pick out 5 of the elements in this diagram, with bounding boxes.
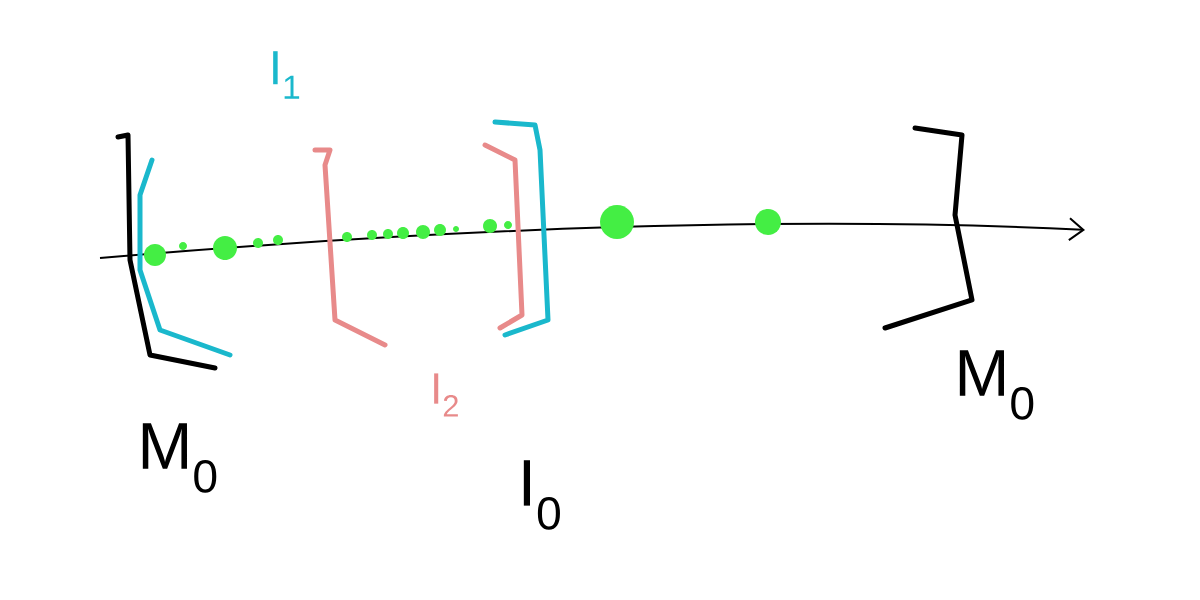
point-label: I$_{0}$ — [523, 460, 560, 530]
point-label: M$_{0}$ — [142, 423, 217, 493]
point-label: I$_{1}$ — [273, 51, 300, 99]
point-label: M$_{0}$ — [959, 350, 1034, 420]
point-label: I$_{2}$ — [434, 373, 458, 417]
